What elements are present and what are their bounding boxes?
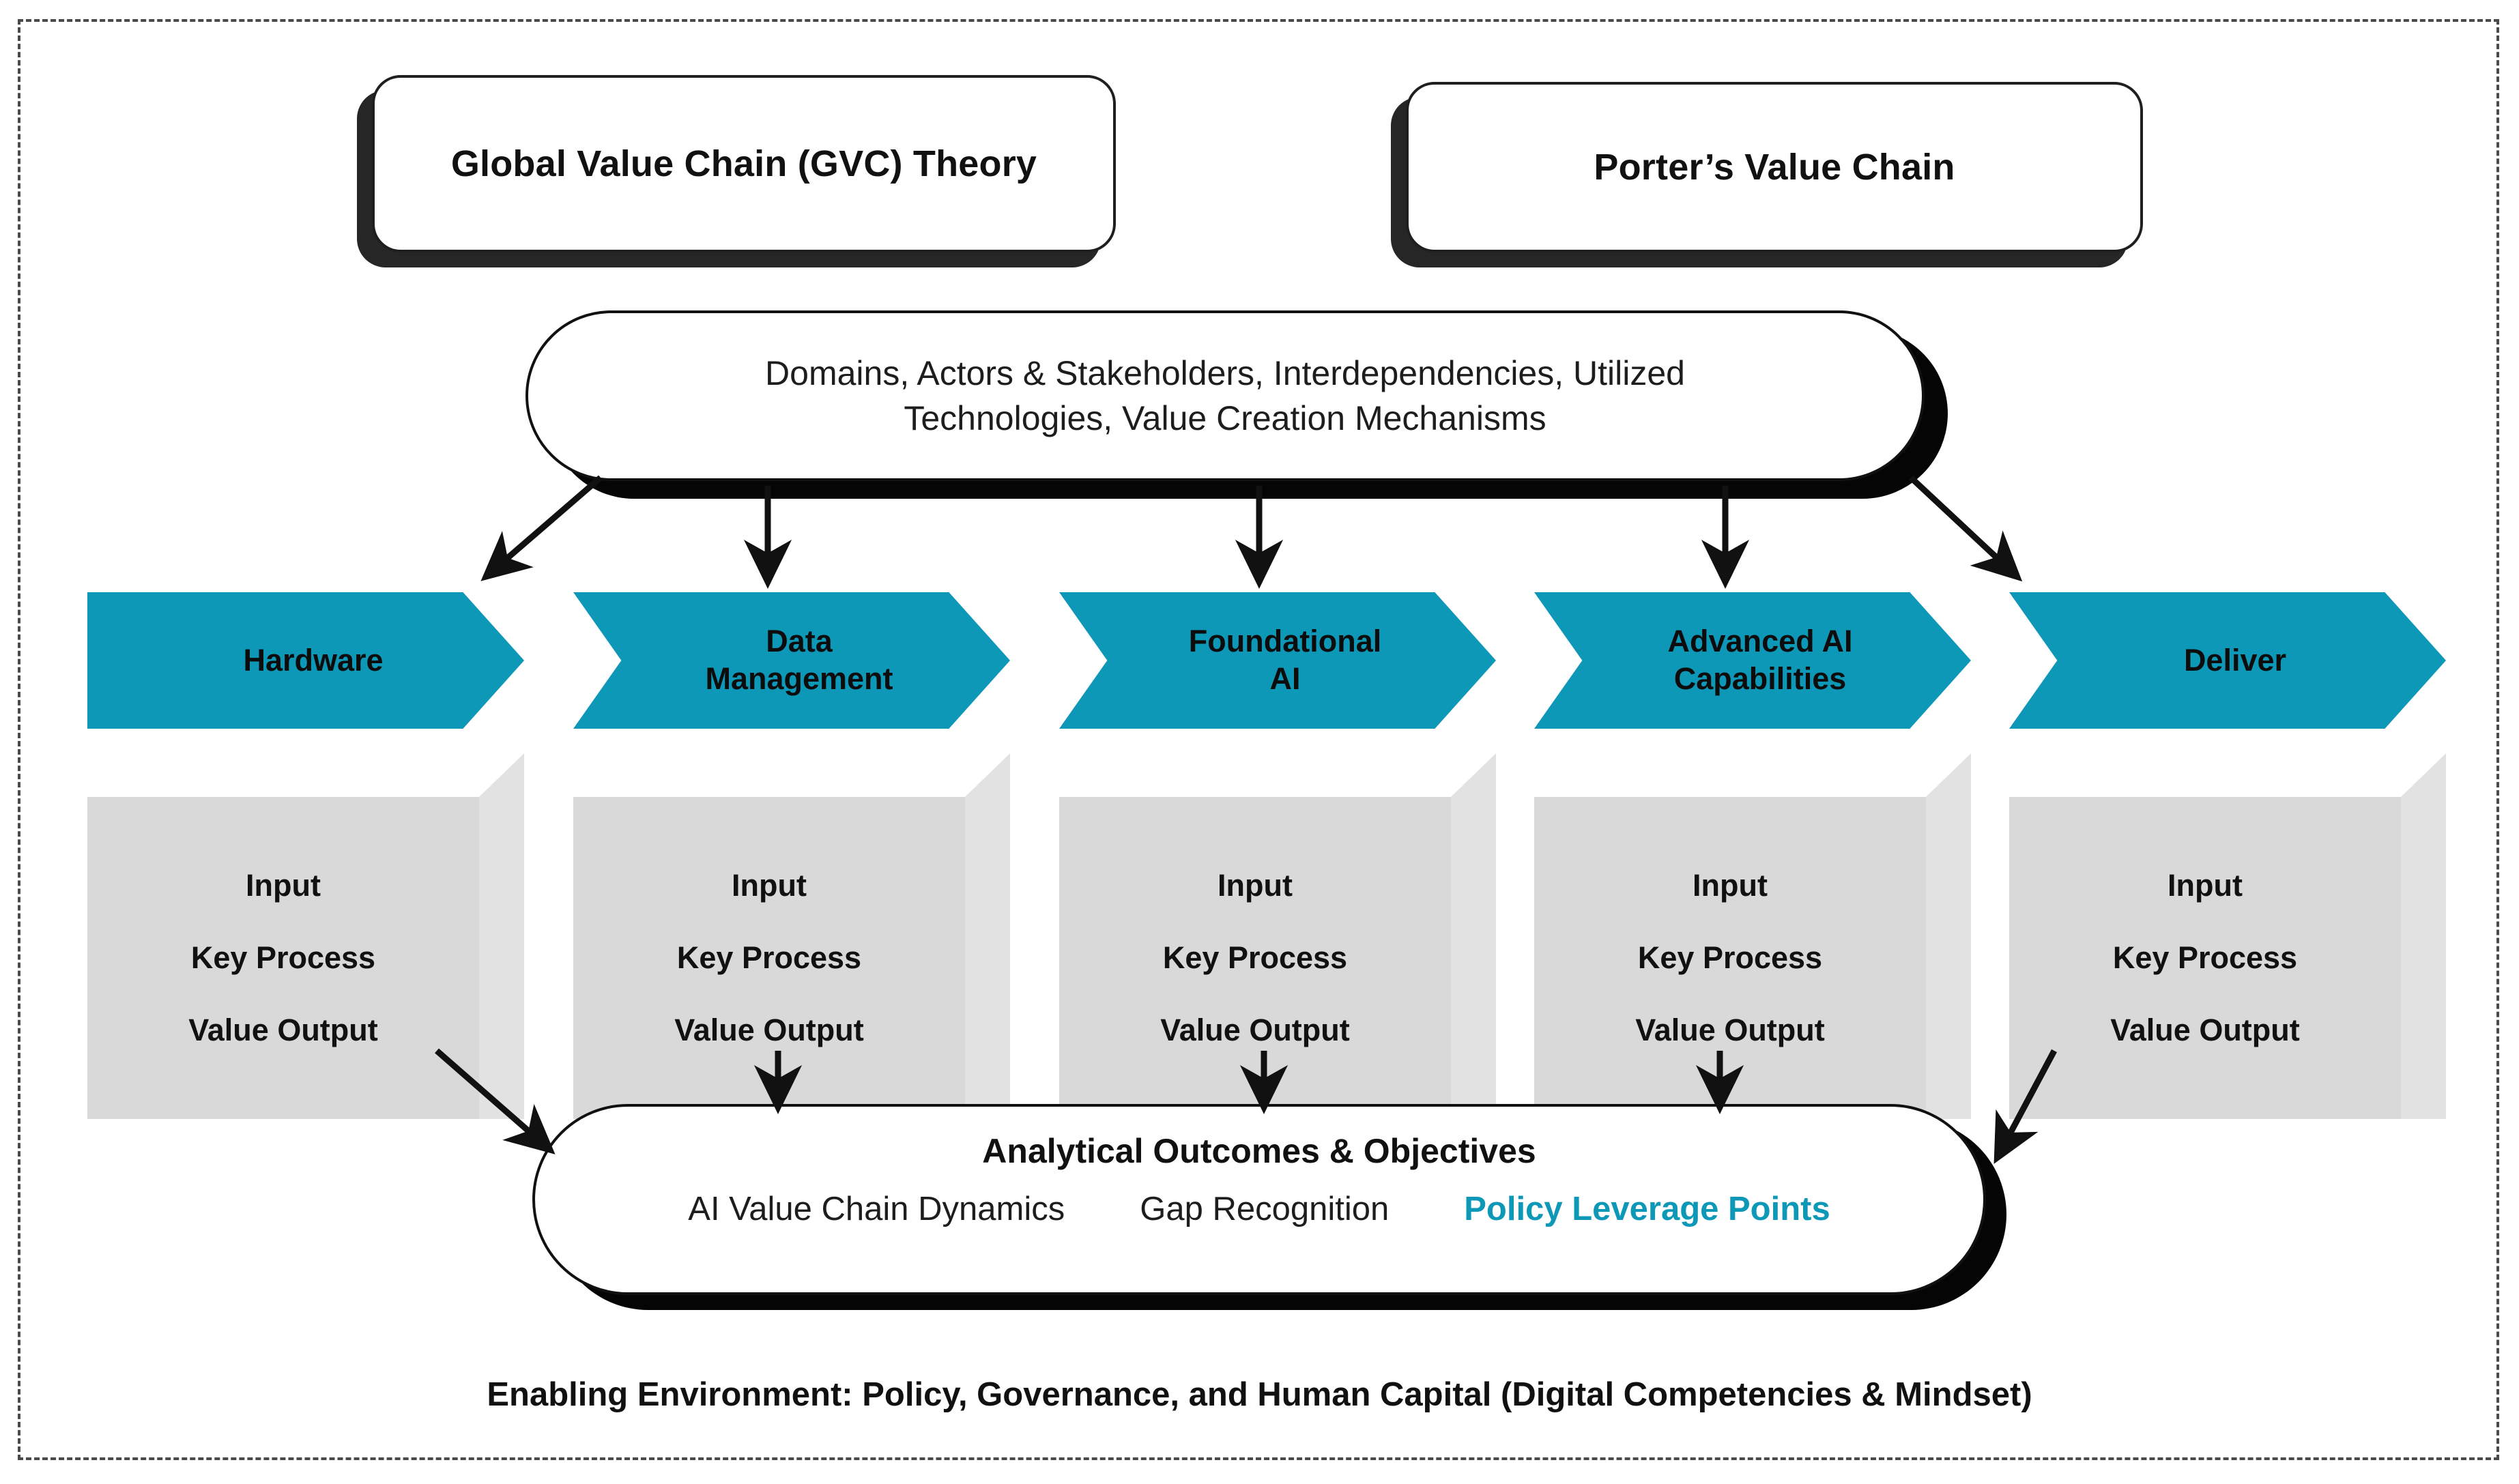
analytical-outcomes-box: Analytical Outcomes & Objectives AI Valu…	[532, 1104, 1986, 1295]
detail-input: Input	[2168, 868, 2243, 903]
stage-detail-box-deliver: Input Key Process Value Output	[2009, 797, 2401, 1119]
stage-detail-wrap-hardware: Input Key Process Value Output	[87, 797, 524, 1119]
stage-column-advanced-ai: Advanced AI Capabilities Input Key Proce…	[1534, 592, 1971, 1119]
diagram-frame-border	[18, 19, 2499, 1460]
outcome-ai-value-chain-dynamics: AI Value Chain Dynamics	[688, 1191, 1065, 1227]
stage-detail-box-advanced-ai: Input Key Process Value Output	[1534, 797, 1926, 1119]
detail-input: Input	[246, 868, 321, 903]
stage-chevron-deliver-label: Deliver	[2183, 642, 2287, 678]
detail-value-output: Value Output	[1160, 1013, 1350, 1047]
stage-detail-wrap-data-management: Input Key Process Value Output	[573, 797, 1010, 1119]
dimension-pill-box: Domains, Actors & Stakeholders, Interdep…	[526, 310, 1925, 481]
stage-column-foundational-ai: Foundational AI Input Key Process Value …	[1059, 592, 1496, 1119]
stage-chevron-advanced-ai-label: Advanced AI Capabilities	[1667, 624, 1853, 696]
stage-chevron-foundational-ai-label: Foundational AI	[1188, 624, 1382, 696]
detail-key-process: Key Process	[2112, 940, 2298, 975]
stage-chevron-data-management: Data Management	[573, 592, 1010, 729]
analytical-outcomes-title: Analytical Outcomes & Objectives	[982, 1132, 1536, 1170]
stage-detail-box-data-management: Input Key Process Value Output	[573, 797, 965, 1119]
detail-input: Input	[1693, 868, 1768, 903]
outcome-policy-leverage-points: Policy Leverage Points	[1464, 1191, 1830, 1227]
detail-value-output: Value Output	[2110, 1013, 2300, 1047]
analytical-outcomes-items: AI Value Chain Dynamics Gap Recognition …	[688, 1190, 1830, 1228]
stage-column-data-management: Data Management Input Key Process Value …	[573, 592, 1010, 1119]
detail-value-output: Value Output	[188, 1013, 378, 1047]
detail-key-process: Key Process	[676, 940, 862, 975]
theory-box-porter: Porter’s Value Chain	[1406, 82, 2143, 252]
stage-chevron-foundational-ai: Foundational AI	[1059, 592, 1496, 729]
theory-box-gvc-label: Global Value Chain (GVC) Theory	[450, 143, 1037, 184]
stage-detail-box-foundational-ai: Input Key Process Value Output	[1059, 797, 1451, 1119]
enabling-environment-caption: Enabling Environment: Policy, Governance…	[487, 1376, 2032, 1413]
detail-value-output: Value Output	[674, 1013, 864, 1047]
theory-box-gvc: Global Value Chain (GVC) Theory	[372, 75, 1116, 252]
detail-key-process: Key Process	[1637, 940, 1823, 975]
dimension-pill-text: Domains, Actors & Stakeholders, Interdep…	[765, 354, 1685, 437]
stage-chevron-data-management-label: Data Management	[705, 624, 893, 696]
theory-box-porter-label: Porter’s Value Chain	[1594, 147, 1955, 188]
stage-chevron-hardware-label: Hardware	[243, 642, 384, 678]
stage-column-hardware: Hardware Input Key Process Value Output	[87, 592, 524, 1119]
stage-chevron-advanced-ai: Advanced AI Capabilities	[1534, 592, 1971, 729]
stage-detail-wrap-foundational-ai: Input Key Process Value Output	[1059, 797, 1496, 1119]
stage-column-deliver: Deliver Input Key Process Value Output	[2009, 592, 2446, 1119]
stage-chevron-deliver: Deliver	[2009, 592, 2446, 729]
detail-key-process: Key Process	[1162, 940, 1348, 975]
detail-input: Input	[1218, 868, 1293, 903]
detail-value-output: Value Output	[1635, 1013, 1825, 1047]
stage-chevron-hardware: Hardware	[87, 592, 524, 729]
outcome-gap-recognition: Gap Recognition	[1140, 1191, 1390, 1227]
detail-input: Input	[732, 868, 807, 903]
stage-detail-wrap-deliver: Input Key Process Value Output	[2009, 797, 2446, 1119]
detail-key-process: Key Process	[190, 940, 376, 975]
stage-detail-box-hardware: Input Key Process Value Output	[87, 797, 479, 1119]
stage-detail-wrap-advanced-ai: Input Key Process Value Output	[1534, 797, 1971, 1119]
